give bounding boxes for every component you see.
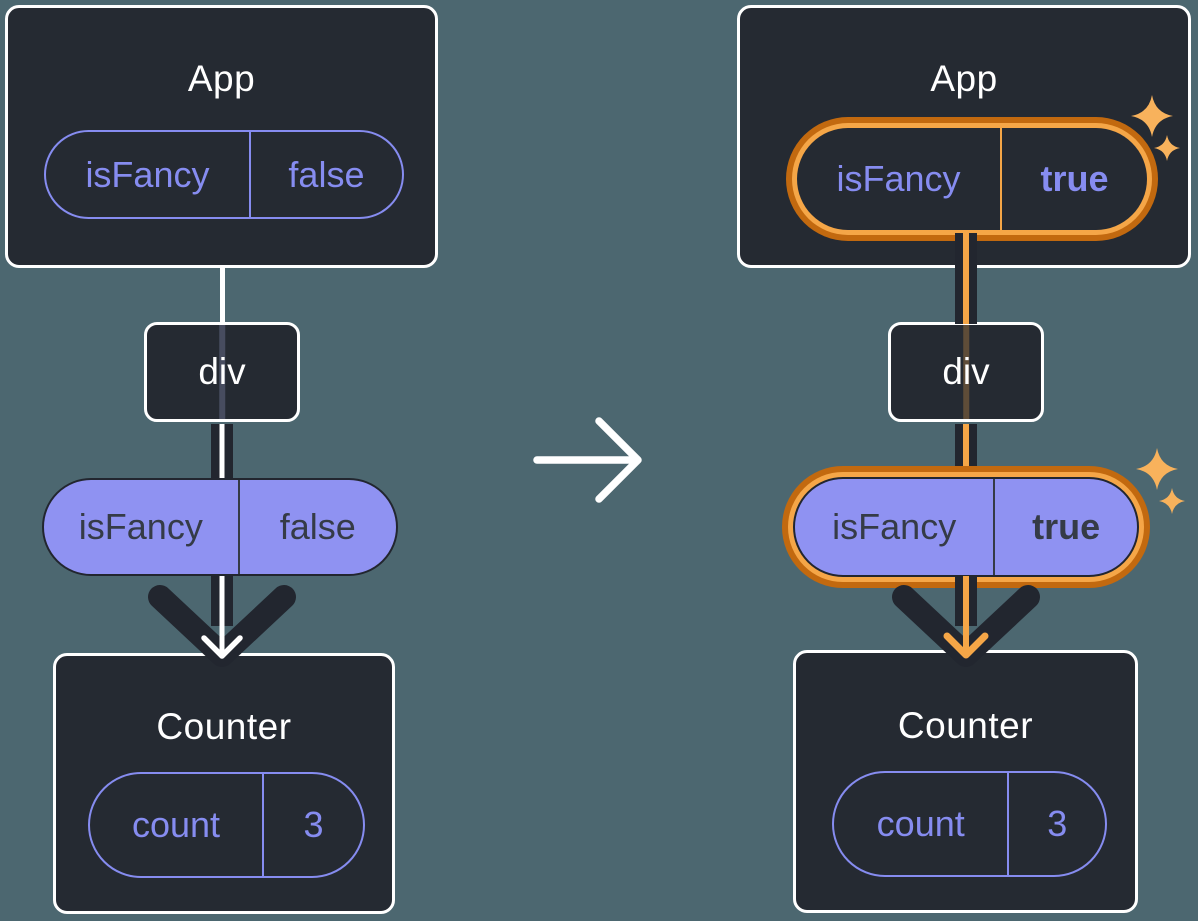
state-value: 3 (261, 774, 363, 876)
transform-arrow-icon (533, 417, 642, 503)
state-value: 3 (1007, 773, 1105, 875)
counter-state-pill-before: count 3 (88, 772, 365, 878)
counter-state-pill-after: count 3 (832, 771, 1107, 877)
prop-flow-line (955, 424, 977, 472)
app-props-pill-after: isFancy true (797, 128, 1147, 230)
sparkles-icon (1136, 448, 1185, 514)
prop-name: isFancy (78, 506, 203, 547)
prop-flow-line (955, 233, 977, 324)
app-component-card-after: App isFancy true (737, 5, 1191, 268)
prop-value: false (237, 480, 396, 574)
passed-props-pill-before: isFancy false (42, 478, 398, 576)
counter-component-card-before: Counter count 3 (53, 653, 395, 914)
div-element-box-after: div (888, 322, 1044, 422)
prop-flow-line-faint (219, 325, 225, 419)
prop-flow-line (211, 424, 233, 480)
div-element-label: div (942, 351, 990, 392)
div-element-box-before: div (144, 322, 300, 422)
prop-flow-line (219, 266, 225, 324)
state-name: count (131, 804, 221, 845)
prop-name: isFancy (836, 158, 961, 199)
sparkles-icon (1131, 95, 1180, 161)
app-component-title: App (187, 58, 256, 99)
app-props-pill-before: isFancy false (44, 130, 404, 219)
arrow-down-icon (892, 576, 1040, 667)
app-component-card-before: App isFancy false (5, 5, 438, 268)
prop-name: isFancy (832, 506, 957, 547)
prop-value: true (1000, 128, 1147, 230)
counter-component-title: Counter (897, 705, 1034, 746)
div-element-label: div (198, 351, 246, 392)
prop-value: false (248, 132, 402, 217)
passed-props-pill-after: isFancy true (793, 477, 1139, 577)
prop-name: isFancy (85, 153, 210, 195)
counter-component-card-after: Counter count 3 (793, 650, 1138, 913)
prop-value: true (993, 479, 1137, 575)
counter-component-title: Counter (156, 706, 292, 747)
changed-prop-highlight-ring: isFancy true (782, 466, 1150, 588)
state-name: count (876, 803, 965, 844)
prop-flow-line-faint (963, 325, 969, 419)
arrow-down-icon (148, 576, 296, 667)
app-component-title: App (930, 58, 998, 99)
changed-prop-highlight-ring: isFancy true (786, 117, 1158, 241)
